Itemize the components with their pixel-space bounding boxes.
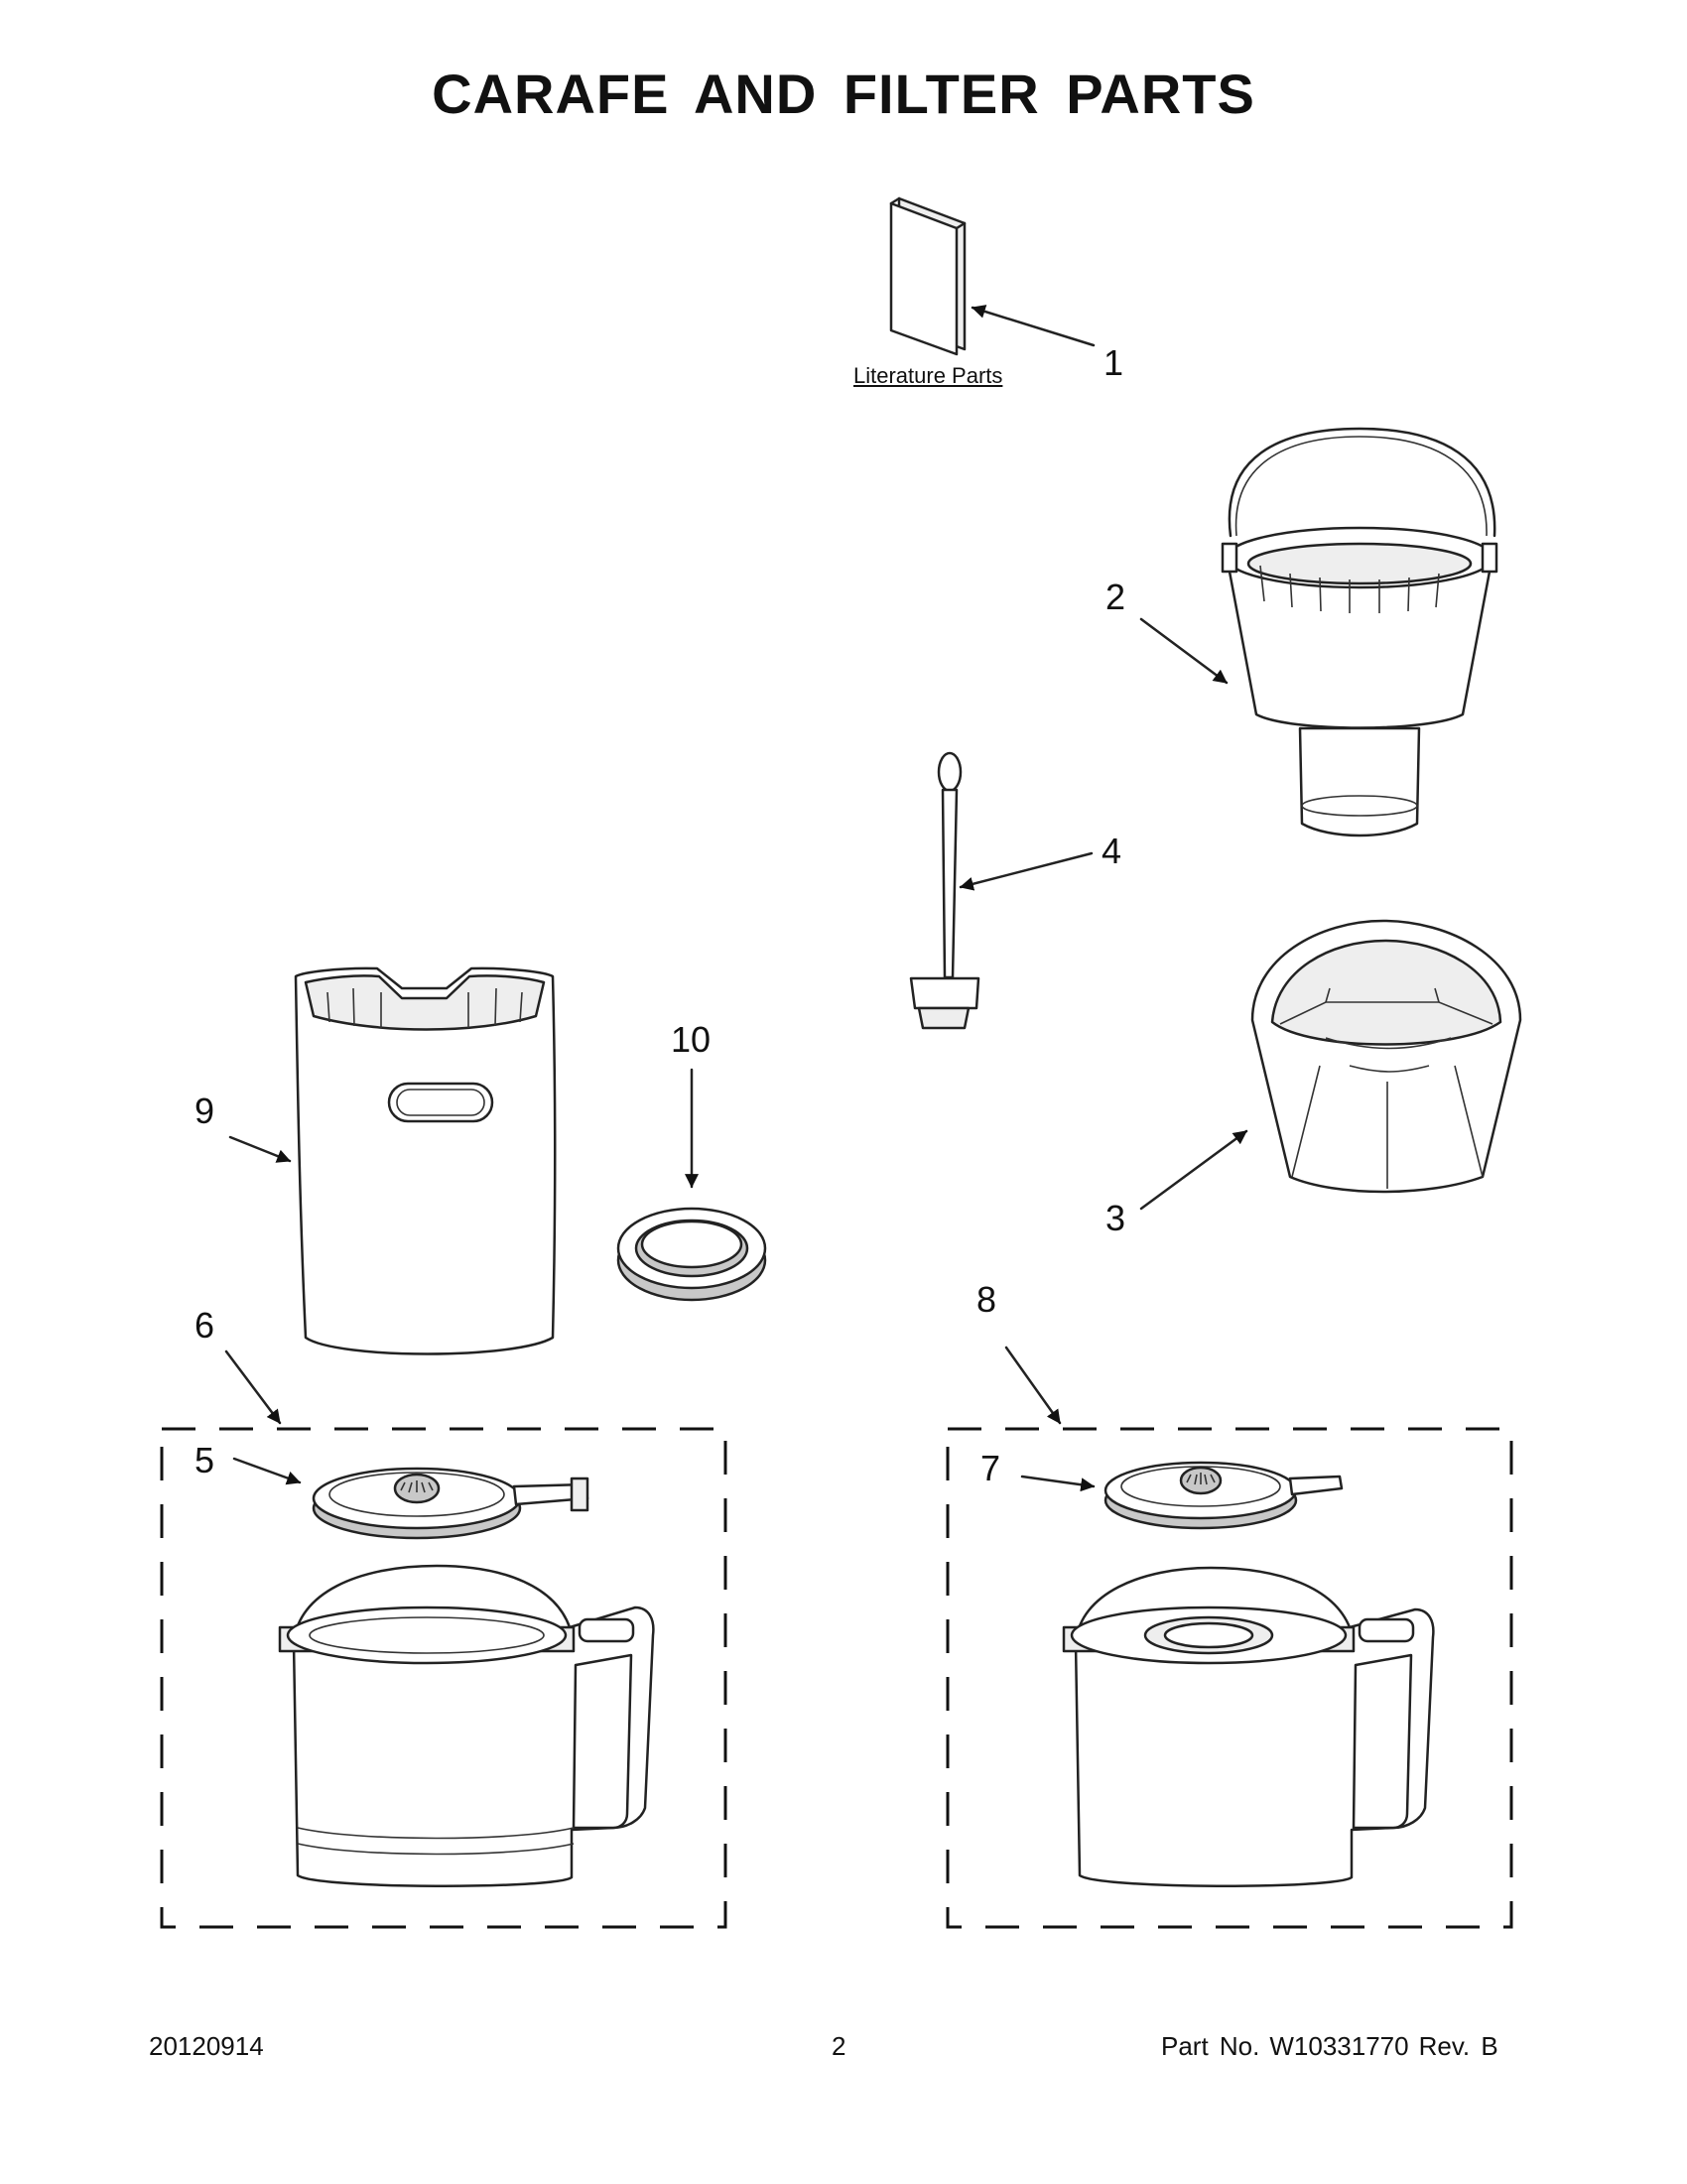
- part-label: Part No.: [1161, 2031, 1260, 2061]
- revision: Rev. B: [1418, 2031, 1498, 2061]
- carafe-lid-part-left[interactable]: [312, 1467, 589, 1540]
- cleaning-brush-part[interactable]: [909, 751, 980, 1030]
- carafe-assembly-group-right: [946, 1427, 1513, 1929]
- paper-filter-part[interactable]: [1250, 919, 1522, 1194]
- callout-3: 3: [1105, 1198, 1126, 1238]
- callout-8: 8: [976, 1279, 997, 1320]
- callout-4: 4: [1102, 831, 1122, 871]
- callout-1: 1: [1103, 342, 1124, 383]
- carafe-assembly-group-left: [160, 1427, 727, 1929]
- brew-basket-part[interactable]: [1221, 427, 1498, 837]
- literature-parts-label: Literature Parts: [853, 363, 1003, 388]
- footer-page-number: 2: [832, 2031, 846, 2061]
- footer-date: 20120914: [149, 2031, 264, 2061]
- footer-part-number: Part No. W10331770 Rev. B: [1161, 2031, 1508, 2062]
- gasket-ring-part[interactable]: [616, 1207, 767, 1302]
- callout-6: 6: [195, 1305, 215, 1346]
- callout-5: 5: [195, 1440, 215, 1480]
- literature-booklet-part[interactable]: [889, 196, 967, 356]
- callout-2: 2: [1105, 577, 1126, 617]
- part-number: W10331770: [1269, 2031, 1409, 2061]
- page-title: CARAFE AND FILTER PARTS: [432, 63, 1255, 125]
- callout-10: 10: [671, 1019, 712, 1060]
- carafe-sleeve-part[interactable]: [294, 966, 557, 1355]
- carafe-left-part[interactable]: [278, 1564, 655, 1888]
- callout-9: 9: [195, 1091, 215, 1131]
- carafe-right-part[interactable]: [1062, 1566, 1435, 1888]
- carafe-lid-part-right[interactable]: [1103, 1461, 1344, 1530]
- callout-7: 7: [980, 1448, 1001, 1488]
- leader-arrows: [224, 305, 1248, 1492]
